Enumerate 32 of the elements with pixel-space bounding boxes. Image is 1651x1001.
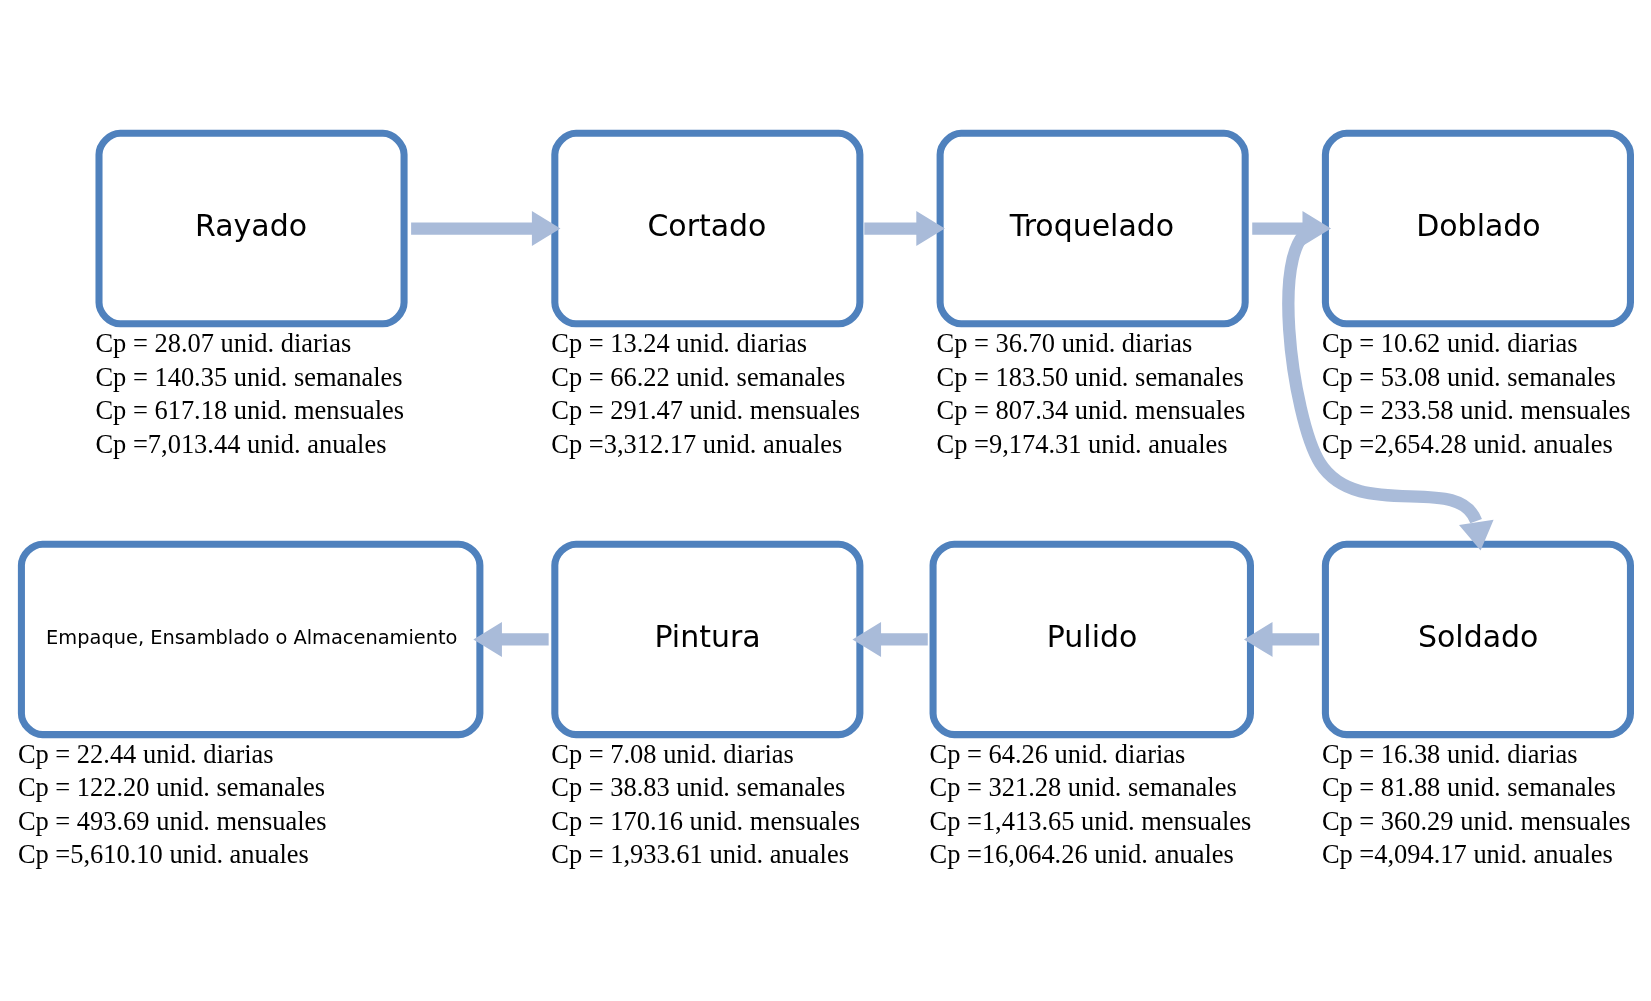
node-label: Cp =4,094.17 unid. anuales [1321,838,1613,869]
node-label: Cp = 16.38 unid. diarias [1321,738,1578,769]
node-label: Cp = 183.50 unid. semanales [936,361,1244,391]
node-label: Cp = 617.18 unid. mensuales [95,394,405,425]
node-label: Cp = 53.08 unid. semanales [1321,361,1616,391]
node-label: Cp = 321.28 unid. semanales [929,771,1237,802]
node-label: Cp = 291.47 unid. mensuales [551,394,860,425]
node-label: Cp =7,013.44 unid. anuales [95,428,387,459]
node-label: Cp =9,174.31 unid. anuales [936,428,1228,459]
node-label: Cp = 233.58 unid. mensuales [1321,394,1631,425]
node-label: Cp = 170.16 unid. mensuales [551,805,860,836]
node-label: Cp =2,654.28 unid. anuales [1321,428,1613,459]
node-label: Cp = 140.35 unid. semanales [95,361,403,391]
node-label: Cp =16,064.26 unid. anuales [929,838,1234,869]
node-label: Cp = 28.07 unid. diarias [95,327,352,358]
node-label: Cp = 64.26 unid. diarias [929,738,1186,769]
node-label: Cp = 7.08 unid. diarias [551,738,794,769]
node-label: Cp =1,413.65 unid. mensuales [929,805,1252,836]
node-label: Cp = 66.22 unid. semanales [551,361,846,391]
node-label: Cp = 81.88 unid. semanales [1321,771,1616,802]
node-label: Cp = 38.83 unid. semanales [551,771,846,802]
node-label: Cp =3,312.17 unid. anuales [551,428,843,459]
node-label: Cp = 1,933.61 unid. anuales [551,838,849,869]
node-label: Cp = 22.44 unid. diarias [17,738,274,769]
node-label: Cp = 360.29 unid. mensuales [1321,805,1631,836]
node-label: Cp = 122.20 unid. semanales [17,771,326,802]
node-label: Cp =5,610.10 unid. anuales [17,838,309,869]
node-label: Cp = 36.70 unid. diarias [936,327,1193,358]
node-label: Cp = 13.24 unid. diarias [551,327,808,358]
node-label: Cp = 10.62 unid. diarias [1321,327,1578,358]
node-label: Cp = 807.34 unid. mensuales [936,394,1246,425]
node-label: Cp = 493.69 unid. mensuales [17,805,327,836]
